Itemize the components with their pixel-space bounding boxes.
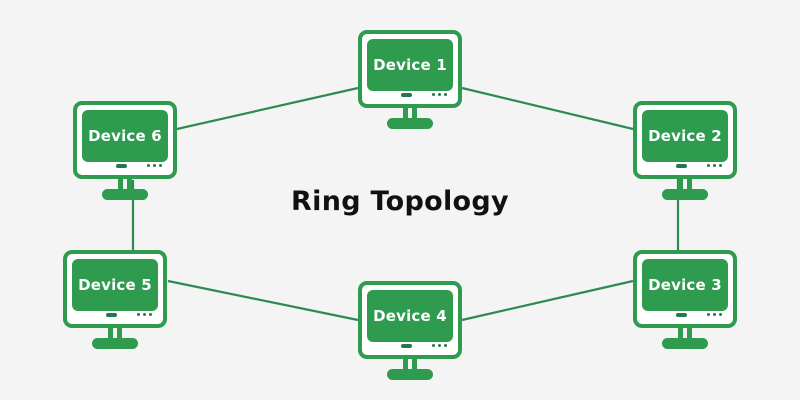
stand-leg-left — [678, 328, 683, 340]
stand-leg-left — [108, 328, 113, 340]
status-dots-icon — [432, 344, 447, 347]
monitor-bezel — [82, 159, 168, 172]
link-device-3-device-4 — [461, 279, 634, 322]
status-dots-icon — [137, 313, 152, 316]
stand-leg-right — [412, 359, 417, 371]
monitor-screen: Device 2 — [642, 110, 728, 162]
stand-base — [387, 369, 433, 380]
monitor-stand — [358, 359, 462, 381]
status-dots-icon — [707, 313, 722, 316]
stand-leg-right — [412, 108, 417, 120]
power-indicator-icon — [106, 313, 117, 317]
power-indicator-icon — [676, 313, 687, 317]
monitor-icon[interactable]: Device 2 — [633, 101, 737, 179]
monitor-screen: Device 1 — [367, 39, 453, 91]
stand-leg-left — [678, 179, 683, 191]
monitor-bezel — [367, 339, 453, 352]
device-label: Device 4 — [373, 306, 447, 325]
stand-base — [662, 189, 708, 200]
stand-leg-right — [127, 179, 132, 191]
monitor-stand — [633, 328, 737, 350]
status-dots-icon — [432, 93, 447, 96]
stand-leg-right — [117, 328, 122, 340]
stand-base — [387, 118, 433, 129]
stand-leg-left — [403, 359, 408, 371]
monitor-screen: Device 3 — [642, 259, 728, 311]
monitor-icon[interactable]: Device 4 — [358, 281, 462, 359]
monitor-stand — [633, 179, 737, 201]
monitor-stand — [63, 328, 167, 350]
stand-leg-right — [687, 328, 692, 340]
device-label: Device 3 — [648, 275, 722, 294]
status-dots-icon — [707, 164, 722, 167]
monitor-icon[interactable]: Device 3 — [633, 250, 737, 328]
monitor-icon[interactable]: Device 5 — [63, 250, 167, 328]
diagram-title: Ring Topology — [291, 186, 509, 217]
stand-base — [92, 338, 138, 349]
monitor-bezel — [642, 159, 728, 172]
monitor-screen: Device 6 — [82, 110, 168, 162]
link-device-6-device-1 — [176, 86, 359, 131]
stand-base — [102, 189, 148, 200]
link-device-4-device-5 — [167, 279, 359, 322]
monitor-stand — [358, 108, 462, 130]
power-indicator-icon — [116, 164, 127, 168]
power-indicator-icon — [676, 164, 687, 168]
stand-leg-left — [118, 179, 123, 191]
monitor-stand — [73, 179, 177, 201]
device-label: Device 1 — [373, 55, 447, 74]
device-label: Device 6 — [88, 126, 162, 145]
monitor-bezel — [72, 308, 158, 321]
stand-leg-left — [403, 108, 408, 120]
monitor-icon[interactable]: Device 1 — [358, 30, 462, 108]
device-label: Device 2 — [648, 126, 722, 145]
status-dots-icon — [147, 164, 162, 167]
power-indicator-icon — [401, 344, 412, 348]
stand-leg-right — [687, 179, 692, 191]
monitor-bezel — [367, 88, 453, 101]
link-device-1-device-2 — [461, 86, 634, 131]
monitor-screen: Device 5 — [72, 259, 158, 311]
device-label: Device 5 — [78, 275, 152, 294]
monitor-screen: Device 4 — [367, 290, 453, 342]
power-indicator-icon — [401, 93, 412, 97]
monitor-icon[interactable]: Device 6 — [73, 101, 177, 179]
stand-base — [662, 338, 708, 349]
monitor-bezel — [642, 308, 728, 321]
